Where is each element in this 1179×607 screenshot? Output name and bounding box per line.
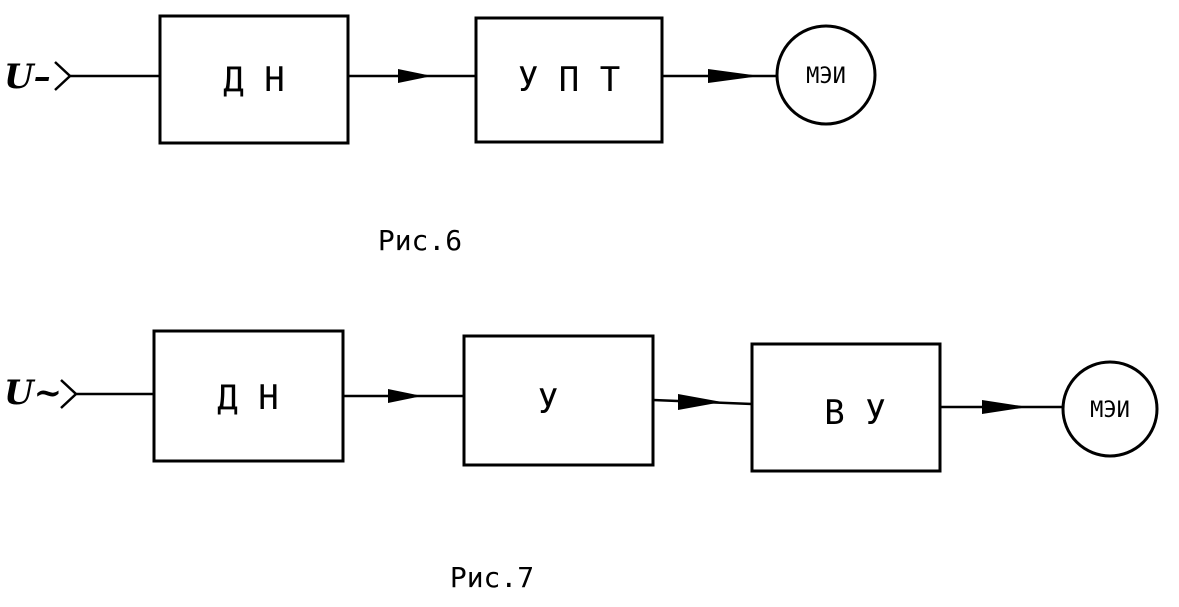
meter-mei-label: МЭИ — [1090, 398, 1130, 423]
input-chevron — [54, 61, 72, 91]
arrow-upt-to-mei — [708, 69, 760, 83]
block-upt-label: У П Т — [518, 60, 620, 100]
block-dn-label: Д Н — [223, 60, 284, 100]
arrow-u-to-vu — [678, 394, 722, 410]
block-u-label: У — [538, 382, 558, 422]
figure-7: U~ Д Н У В У МЭИ Рис.7 — [4, 329, 1159, 594]
arrow-dn-to-upt — [398, 69, 432, 83]
block-upt — [474, 16, 664, 144]
arrow-vu-to-mei — [982, 400, 1028, 414]
input-signal-label-ac: U~ — [4, 373, 62, 413]
meter-mei — [775, 24, 877, 126]
caption-figure-6: Рис.6 — [378, 224, 462, 257]
meter-mei-label: МЭИ — [806, 64, 846, 89]
input-signal-label-dc: U– — [4, 57, 51, 97]
meter-mei — [1061, 360, 1159, 458]
block-dn — [158, 14, 350, 145]
input-chevron — [60, 379, 78, 409]
arrow-dn-to-u — [388, 389, 422, 403]
caption-figure-7: Рис.7 — [450, 561, 534, 594]
figure-6: U– Д Н У П Т МЭИ Рис.6 — [4, 14, 877, 257]
block-u — [462, 334, 655, 467]
block-dn-label: Д Н — [217, 378, 278, 418]
block-vu-label: В У — [824, 393, 885, 433]
